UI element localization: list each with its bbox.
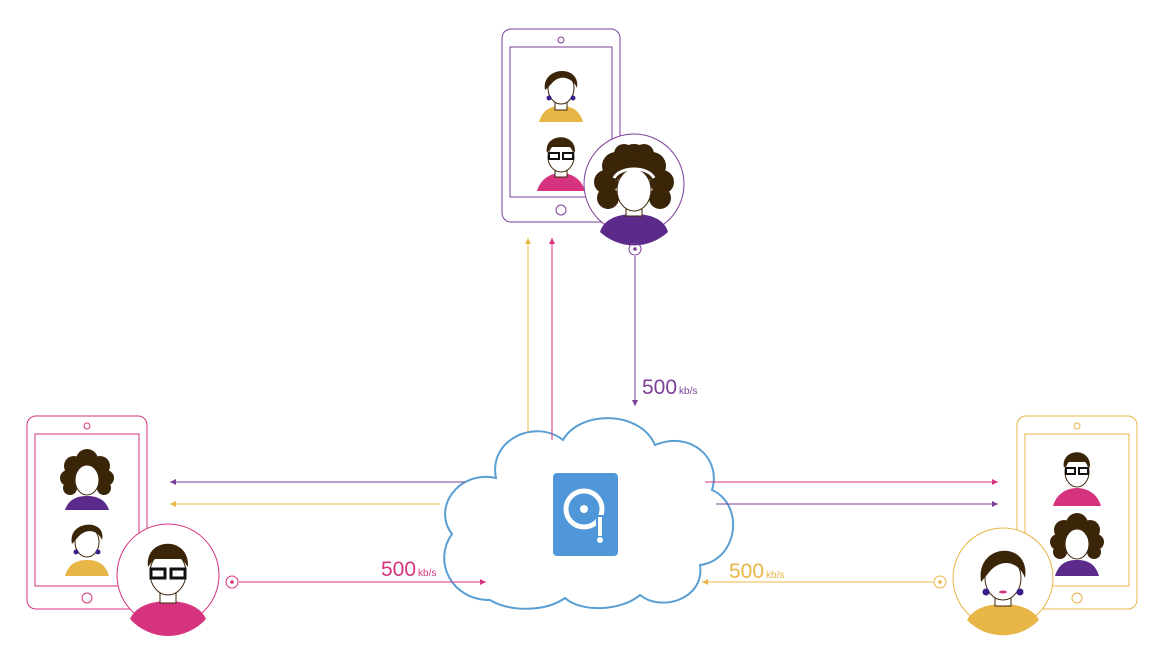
person-avatar-icon: [539, 70, 583, 122]
person-avatar-icon: [116, 523, 220, 636]
person-avatar-icon: [537, 137, 585, 191]
person-avatar-icon: [583, 133, 685, 246]
person-avatar-icon: [65, 524, 109, 576]
person-avatar-icon: [1053, 452, 1101, 506]
person-avatar-icon: [1050, 513, 1104, 576]
upload-origin-left: [225, 575, 239, 589]
person-avatar-icon: [952, 527, 1054, 636]
server-lock-icon: [553, 473, 618, 556]
person-avatar-icon: [60, 449, 114, 510]
upload-origin-right: [933, 575, 947, 589]
upload-origin-top: [628, 242, 642, 256]
